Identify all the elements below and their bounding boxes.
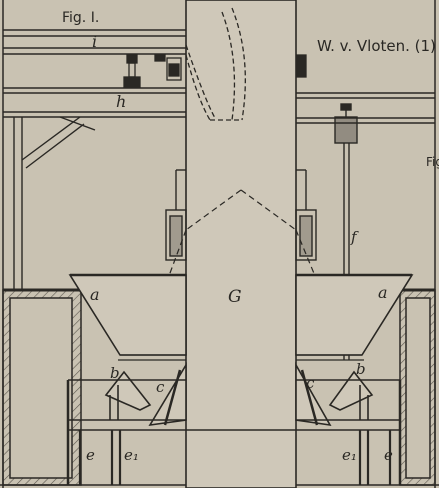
author-label: W. v. Vloten. (1): [317, 37, 436, 55]
legs: [78, 430, 392, 485]
hopper-plates: [118, 354, 364, 361]
cut-figure-label: Fig: [426, 155, 439, 169]
right-wall: [399, 288, 436, 486]
label-c-right: c: [306, 374, 315, 392]
label-G: G: [228, 287, 242, 307]
label-b-right: b: [356, 360, 366, 378]
label-b-left: b: [110, 364, 120, 382]
lower-section: [66, 379, 402, 485]
beam-brackets: [123, 54, 307, 88]
label-a-left: a: [90, 285, 100, 304]
label-e1-right: e₁: [342, 446, 357, 464]
label-i: i: [92, 32, 97, 51]
label-e-right: e: [384, 446, 393, 464]
label-a-right: a: [378, 283, 388, 302]
label-f: f: [350, 228, 359, 246]
label-e1-left: e₁: [124, 446, 139, 464]
gas-tube: [185, 0, 297, 488]
deflector-right: [328, 370, 374, 420]
beam-h: [3, 87, 435, 124]
figure-label: Fig. I.: [62, 10, 99, 26]
water-seals: [165, 169, 317, 261]
dashed-bend: [185, 7, 246, 121]
label-c-left: c: [156, 378, 165, 396]
left-wall: [2, 288, 82, 486]
label-h: h: [116, 92, 126, 111]
label-e-left: e: [86, 446, 95, 464]
left-support-frame: [13, 116, 96, 290]
beam-i: [3, 29, 186, 55]
